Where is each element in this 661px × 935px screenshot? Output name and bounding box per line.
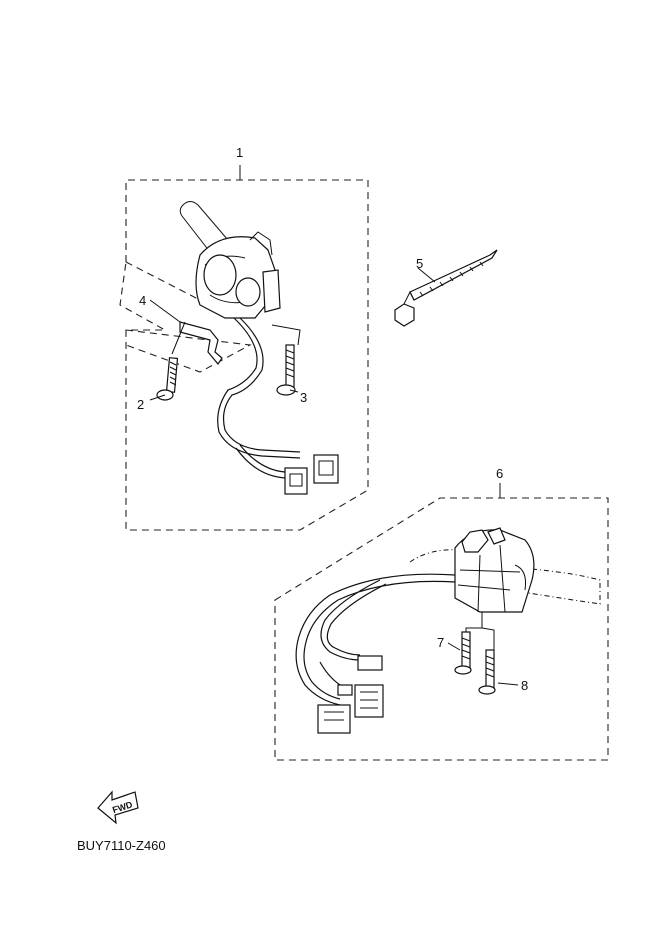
callout-2: 2 xyxy=(137,397,144,412)
assembly-6-group xyxy=(274,483,609,761)
diagram-code: BUY7110-Z460 xyxy=(77,838,166,853)
connector-right-c xyxy=(317,704,351,734)
connector-right-b xyxy=(354,684,384,718)
fwd-arrow-icon: FWD xyxy=(97,790,139,825)
assembly-1-group xyxy=(119,165,369,531)
screw-part-8 xyxy=(478,649,496,695)
callout-3: 3 xyxy=(300,390,307,405)
screw-part-2 xyxy=(156,357,179,401)
callout-7: 7 xyxy=(437,635,444,650)
screw-part-3 xyxy=(276,344,296,396)
connector-left-a xyxy=(284,467,308,495)
cable-tie-part-5 xyxy=(394,249,498,327)
callout-8: 8 xyxy=(521,678,528,693)
screw-part-7 xyxy=(454,631,472,675)
callout-6: 6 xyxy=(496,466,503,481)
wire-harness-left xyxy=(222,317,301,453)
connector-left-b xyxy=(313,454,339,484)
clamp-part-4 xyxy=(179,321,223,366)
assembly-6-boundary xyxy=(274,497,609,761)
callout-1: 1 xyxy=(236,145,243,160)
callout-4: 4 xyxy=(139,293,146,308)
callout-5: 5 xyxy=(416,256,423,271)
connector-right-a xyxy=(357,655,383,671)
wire-harness-right xyxy=(295,573,456,706)
